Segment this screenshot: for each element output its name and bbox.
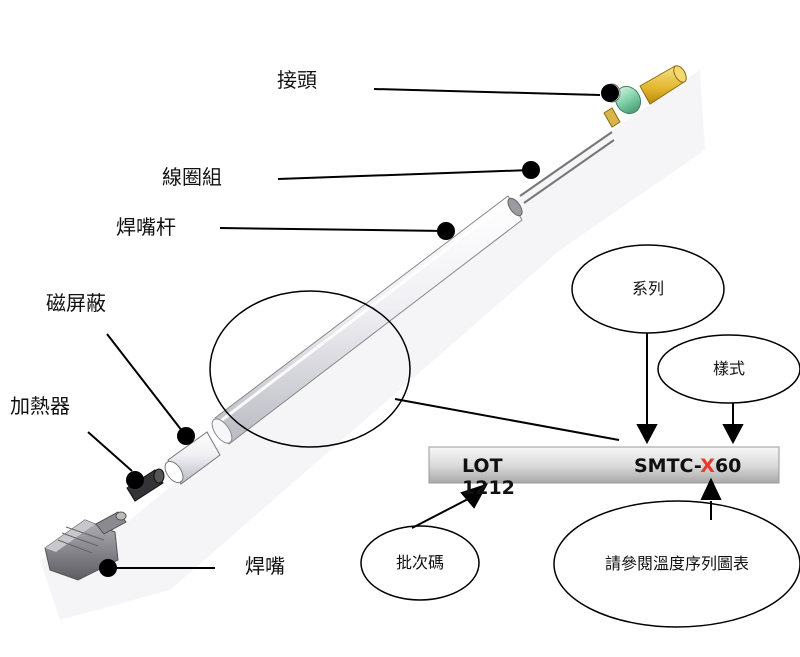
callout-dots bbox=[99, 84, 619, 577]
temp-chart-oval-text: 請參閱溫度序列圖表 bbox=[604, 554, 750, 573]
temp-chart-oval bbox=[553, 500, 800, 628]
connector-label: 接頭 bbox=[277, 68, 317, 92]
connector-dot bbox=[601, 84, 619, 102]
model-prefix: SMTC- bbox=[634, 455, 701, 477]
model-style: 60 bbox=[714, 455, 742, 477]
rod-label: 焊嘴杆 bbox=[116, 215, 176, 239]
shield-dot bbox=[177, 427, 195, 445]
oval-arrows bbox=[411, 333, 744, 529]
lot-number-clip: LOT 1212 bbox=[462, 455, 542, 499]
temp-chart-arrowhead bbox=[700, 477, 722, 500]
style-oval bbox=[657, 334, 800, 404]
callout-leaders bbox=[87, 88, 620, 569]
heater-part bbox=[126, 468, 165, 502]
heater-dot bbox=[126, 471, 144, 489]
rod-leader bbox=[219, 227, 447, 232]
rod-part bbox=[211, 195, 523, 445]
lot-arrowhead bbox=[460, 483, 489, 509]
connector-part bbox=[603, 65, 687, 128]
connector-leader bbox=[373, 88, 601, 96]
heater-label: 加熱器 bbox=[10, 394, 70, 418]
coil-leader bbox=[277, 169, 532, 180]
lot-code-oval bbox=[360, 525, 480, 601]
lot-number-text: LOT 1212 bbox=[462, 455, 515, 499]
tip-dot bbox=[99, 559, 117, 577]
shield-label: 磁屏蔽 bbox=[46, 291, 106, 315]
shield-leader bbox=[106, 333, 187, 437]
assembly-shadow bbox=[40, 70, 705, 620]
heater-leader bbox=[87, 431, 133, 472]
style-arrowhead bbox=[722, 424, 744, 445]
rod-dot bbox=[437, 222, 455, 240]
magnifier-leader bbox=[394, 398, 620, 441]
model-series-char: X bbox=[700, 455, 715, 477]
series-oval-text: 系列 bbox=[631, 279, 665, 298]
coil-dot bbox=[522, 161, 540, 179]
tip-label: 焊嘴 bbox=[245, 554, 285, 578]
model-number: SMTC-X60 bbox=[634, 457, 741, 476]
lot-code-oval-text: 批次碼 bbox=[395, 553, 445, 572]
magnifier-ellipse bbox=[209, 290, 411, 448]
label-bar bbox=[428, 446, 780, 484]
series-arrowhead bbox=[636, 424, 658, 445]
magnetic-shield-part bbox=[164, 431, 221, 485]
style-oval-text: 樣式 bbox=[712, 359, 746, 378]
coil-label: 線圈組 bbox=[162, 165, 222, 189]
coil-assembly-part bbox=[519, 131, 615, 204]
